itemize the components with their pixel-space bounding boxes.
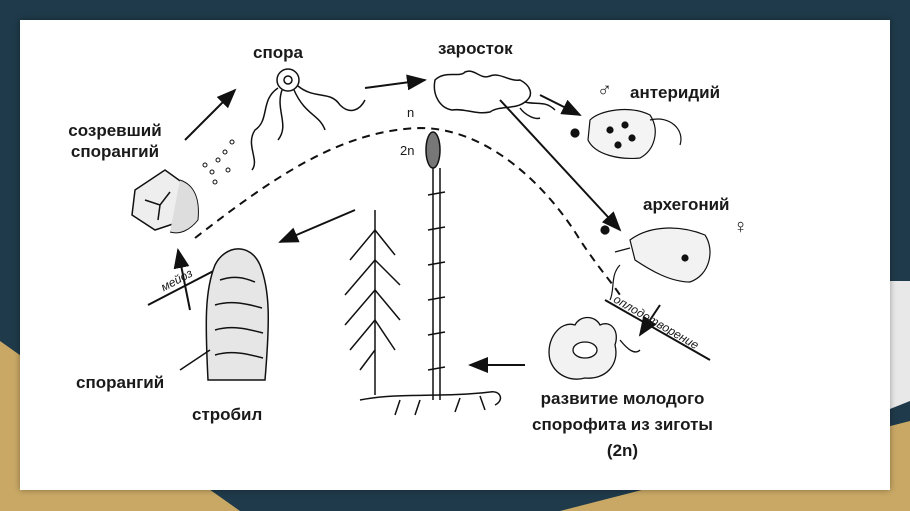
label-young-sporophyte: развитие молодого спорофита из зиготы (2…	[505, 386, 740, 464]
label-strobilus: стробил	[192, 405, 263, 424]
label-young-sporophyte-line3: (2n)	[606, 441, 639, 460]
label-haploid: n	[407, 105, 415, 120]
antheridium-drawing	[570, 109, 682, 160]
arrow-sporangium-to-spore	[184, 88, 237, 141]
label-young-sporophyte-line2: спорофита из зиготы	[532, 415, 713, 434]
label-prothallus: заросток	[438, 39, 513, 58]
adult-sporophyte-drawing	[344, 131, 502, 416]
spore-drawing	[250, 68, 366, 171]
arrow-prothallus-to-antheridium	[539, 94, 582, 116]
strobilus-drawing	[179, 248, 269, 381]
label-young-sporophyte-line1: развитие молодого	[540, 389, 705, 408]
label-antheridium: антеридий	[630, 83, 721, 102]
arrow-adult-to-strobilus	[278, 209, 356, 243]
female-symbol: ♀	[733, 216, 748, 238]
slide-panel: спора заросток ♂ антеридий архегоний ♀ с…	[20, 20, 890, 490]
horsetail-life-cycle-diagram	[131, 68, 711, 416]
fertilization-line	[604, 299, 711, 361]
label-mature-sporangium: созревший спорангий	[50, 120, 180, 162]
prothallus-drawing	[433, 70, 556, 120]
ploidy-divide-curve	[194, 126, 621, 296]
arrow-archegonium-to-young-sporophyte	[638, 304, 661, 337]
young-sporophyte-drawing	[548, 316, 641, 380]
arrow-strobilus-to-sporangium	[173, 248, 191, 311]
arrow-spore-to-prothallus	[364, 74, 427, 91]
arrow-prothallus-to-archegonium	[499, 99, 622, 232]
label-diploid: 2n	[400, 143, 415, 158]
label-mature-sporangium-line2: спорангий	[70, 142, 160, 161]
male-symbol: ♂	[597, 79, 612, 101]
archegonium-drawing	[600, 225, 711, 301]
label-sporangium: спорангий	[76, 373, 165, 392]
label-spore: спора	[253, 43, 303, 62]
mature-sporangium-drawing	[131, 139, 235, 234]
label-mature-sporangium-line1: созревший	[68, 121, 162, 140]
label-archegonium: архегоний	[643, 195, 730, 214]
